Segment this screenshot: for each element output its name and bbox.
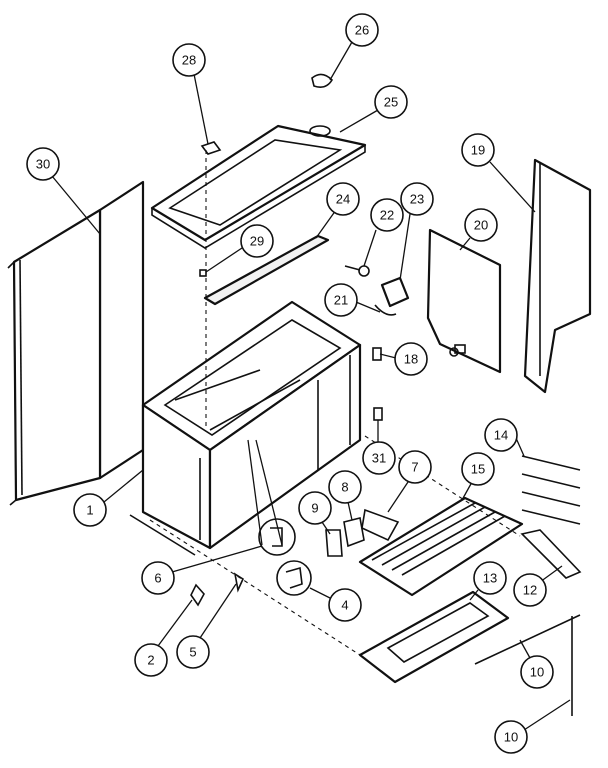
svg-text:24: 24 xyxy=(336,192,350,207)
part-18-clip xyxy=(372,347,382,361)
part-15-grille xyxy=(358,496,524,597)
svg-text:12: 12 xyxy=(523,583,537,598)
callout-25: 25 xyxy=(374,85,408,119)
part-12-bracket xyxy=(520,529,582,579)
callout-20: 20 xyxy=(464,208,498,242)
part-7-plate xyxy=(361,508,400,542)
svg-text:13: 13 xyxy=(483,571,497,586)
svg-text:8: 8 xyxy=(341,480,348,495)
svg-text:30: 30 xyxy=(36,157,50,172)
callout-2: 2 xyxy=(134,643,168,677)
callout-12: 12 xyxy=(513,573,547,607)
callout-10-upper: 10 xyxy=(520,655,554,689)
svg-text:1: 1 xyxy=(86,503,93,518)
callout-18: 18 xyxy=(394,342,428,376)
callout-23: 23 xyxy=(400,182,434,216)
part-13-base-tray xyxy=(358,590,510,684)
part-26-knob xyxy=(311,73,334,88)
callout-22: 22 xyxy=(370,198,404,232)
callouts: 26 28 25 30 19 24 xyxy=(26,13,571,754)
svg-text:29: 29 xyxy=(250,234,264,249)
part-22-connector xyxy=(344,265,370,277)
callout-8: 8 xyxy=(328,470,362,504)
callout-24: 24 xyxy=(326,182,360,216)
callout-6: 6 xyxy=(141,561,175,595)
svg-text:7: 7 xyxy=(411,460,418,475)
part-20-bracket-plate xyxy=(426,228,502,374)
part-8-bracket xyxy=(343,517,365,548)
svg-text:23: 23 xyxy=(410,192,424,207)
assembly-lines xyxy=(149,150,521,656)
callout-31: 31 xyxy=(362,441,396,475)
part-19-side-panel xyxy=(523,158,592,394)
part-21-wire xyxy=(374,304,397,316)
callout-19: 19 xyxy=(461,133,495,167)
part-9-bracket xyxy=(325,529,343,557)
svg-text:5: 5 xyxy=(189,645,196,660)
svg-text:26: 26 xyxy=(355,23,369,38)
callout-4: 4 xyxy=(328,588,362,622)
part-5-clip xyxy=(233,572,245,593)
callout-9: 9 xyxy=(298,491,332,525)
svg-text:28: 28 xyxy=(182,53,196,68)
callout-30: 30 xyxy=(26,147,60,181)
svg-text:9: 9 xyxy=(311,501,318,516)
callout-29: 29 xyxy=(240,224,274,258)
callout-26: 26 xyxy=(345,13,379,47)
callout-13: 13 xyxy=(473,561,507,595)
svg-text:6: 6 xyxy=(154,571,161,586)
svg-text:10: 10 xyxy=(504,730,518,745)
part-10-rails xyxy=(474,614,581,716)
svg-text:20: 20 xyxy=(474,218,488,233)
part-30-side-panel xyxy=(7,180,145,506)
callout-5: 5 xyxy=(176,635,210,669)
svg-text:21: 21 xyxy=(334,293,348,308)
callout-1: 1 xyxy=(73,493,107,527)
callout-15: 15 xyxy=(461,452,495,486)
part-24-rail xyxy=(203,234,330,306)
svg-text:31: 31 xyxy=(372,451,386,466)
svg-text:2: 2 xyxy=(147,653,154,668)
svg-text:15: 15 xyxy=(471,462,485,477)
callout-21: 21 xyxy=(324,283,358,317)
part-28-clip xyxy=(200,141,222,155)
part-14-louvers xyxy=(521,455,581,525)
part-4-bracket-circle xyxy=(276,560,312,596)
part-1-cabinet-frame xyxy=(129,300,362,556)
callout-10-lower: 10 xyxy=(494,720,528,754)
svg-text:14: 14 xyxy=(494,428,508,443)
part-6-bracket-circle xyxy=(258,518,296,556)
svg-text:25: 25 xyxy=(384,95,398,110)
callout-7: 7 xyxy=(398,450,432,484)
part-25-top-cover xyxy=(150,124,367,249)
part-2-clip xyxy=(190,583,205,607)
part-31-clip xyxy=(373,407,383,421)
callout-14: 14 xyxy=(484,418,518,452)
svg-text:4: 4 xyxy=(341,598,348,613)
part-23-switch-box xyxy=(380,276,410,308)
svg-text:19: 19 xyxy=(471,143,485,158)
svg-text:18: 18 xyxy=(404,352,418,367)
svg-text:22: 22 xyxy=(380,208,394,223)
svg-text:10: 10 xyxy=(530,665,544,680)
callout-28: 28 xyxy=(172,43,206,77)
part-29-screw xyxy=(199,269,207,277)
